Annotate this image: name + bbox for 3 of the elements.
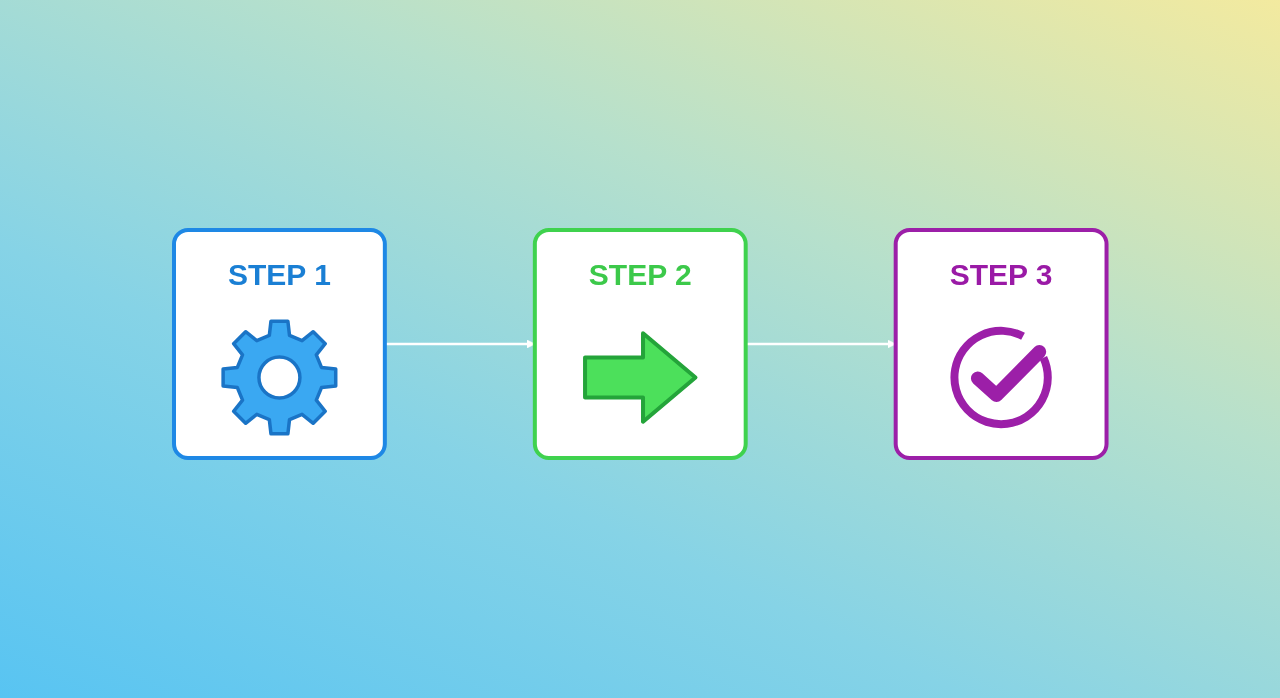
step-label: STEP 1: [227, 257, 331, 293]
step-label: STEP 2: [588, 257, 692, 293]
step-label: STEP 3: [949, 257, 1053, 293]
